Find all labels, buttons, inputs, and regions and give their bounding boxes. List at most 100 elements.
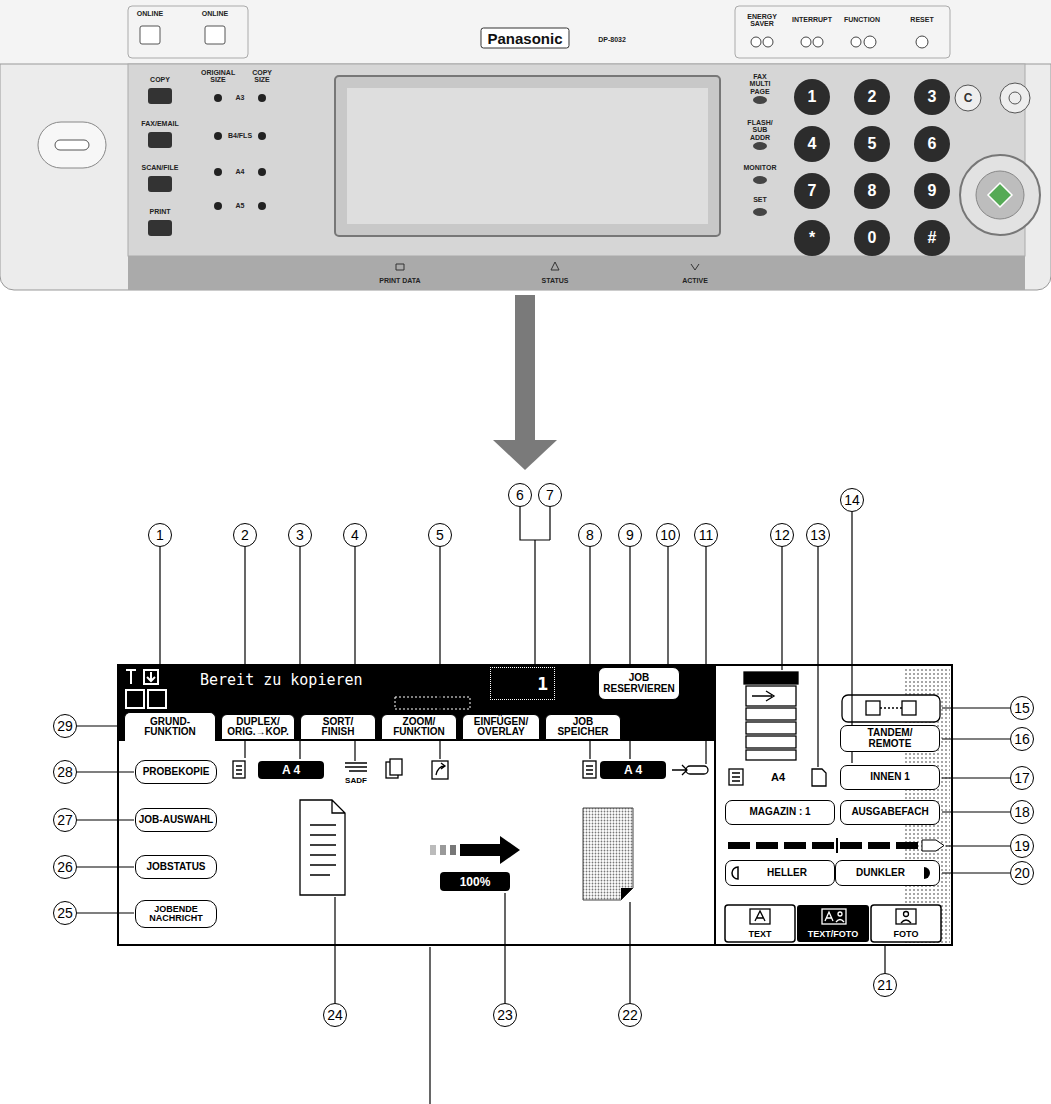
touch-screen: Bereit zu kopieren 1 JOB RESERVIEREN GRUND-… bbox=[118, 665, 952, 945]
panel-label: ENERGY SAVER bbox=[747, 13, 776, 28]
screen-button: PROBEKOPIE bbox=[135, 760, 217, 784]
tab: JOB SPEICHER bbox=[545, 714, 621, 740]
label-text: AUSGABEFACH bbox=[851, 807, 928, 818]
label-text: HELLER bbox=[767, 868, 807, 879]
label-text: TEXT bbox=[748, 930, 771, 939]
label-text: JOBENDE NACHRICHT bbox=[149, 905, 203, 924]
callout-number: 21 bbox=[873, 973, 897, 997]
label-text: ZOOM/ FUNKTION bbox=[393, 717, 445, 738]
screen-button: TEXT/FOTO bbox=[797, 905, 869, 942]
callout-number: 25 bbox=[53, 901, 77, 925]
panel-label: FLASH/ SUB ADDR bbox=[747, 119, 772, 141]
label-text: A 4 bbox=[624, 764, 642, 776]
screen-button: A 4 bbox=[258, 761, 324, 779]
label-text: MAGAZIN : 1 bbox=[749, 807, 810, 818]
callout-number: 17 bbox=[1010, 766, 1034, 790]
label-text: INNEN 1 bbox=[870, 772, 909, 783]
callout-number: 3 bbox=[288, 523, 312, 547]
callout-number: 28 bbox=[53, 760, 77, 784]
callout-number: 1 bbox=[148, 523, 172, 547]
callout-number: 14 bbox=[840, 488, 864, 512]
label-text: JOBSTATUS bbox=[146, 862, 205, 873]
panel-label: MONITOR bbox=[744, 164, 777, 171]
key-label: 1 bbox=[808, 88, 817, 106]
callout-number: 29 bbox=[53, 714, 77, 738]
callout-number: 5 bbox=[428, 523, 452, 547]
panel-label: FAX/EMAIL bbox=[141, 120, 178, 127]
panel-label: COPY bbox=[150, 76, 170, 83]
panel-label: PRINT DATA bbox=[379, 277, 420, 284]
callout-number: 23 bbox=[493, 1003, 517, 1027]
label-text: Bereit zu kopieren bbox=[200, 671, 363, 689]
tab: SORT/ FINISH bbox=[300, 714, 376, 740]
key-label: 6 bbox=[928, 135, 937, 153]
callout-number: 13 bbox=[806, 523, 830, 547]
key-label: 7 bbox=[808, 182, 817, 200]
callout-number: 7 bbox=[538, 483, 562, 507]
key-label: 8 bbox=[868, 182, 877, 200]
tab: EINFÜGEN/ OVERLAY bbox=[462, 714, 540, 740]
label-text: 100% bbox=[460, 876, 491, 888]
label-text: 1 bbox=[537, 673, 548, 694]
panel-label: A4 bbox=[771, 771, 785, 783]
callout-number: 11 bbox=[694, 523, 718, 547]
label-text: JOB RESERVIEREN bbox=[603, 673, 675, 694]
panel-label: RESET bbox=[910, 16, 933, 23]
tab: GRUND- FUNKTION bbox=[124, 712, 216, 741]
screen-button: AUSGABEFACH bbox=[840, 800, 940, 825]
label-text: GRUND- FUNKTION bbox=[144, 717, 196, 738]
callout-number: 12 bbox=[770, 523, 794, 547]
label-text: SORT/ FINISH bbox=[322, 717, 355, 738]
screen-button: JOBSTATUS bbox=[135, 855, 217, 879]
panel-label: PRINT bbox=[150, 208, 171, 215]
label-text: A 4 bbox=[282, 764, 300, 776]
screen-button: A 4 bbox=[600, 761, 666, 779]
screen-button: FOTO bbox=[871, 905, 941, 942]
brand-logo: Panasonic bbox=[480, 28, 569, 49]
screen-button: DUNKLER bbox=[835, 860, 940, 886]
key-label: * bbox=[809, 229, 815, 247]
screen-button: JOB RESERVIEREN bbox=[598, 667, 680, 700]
callout-number: 22 bbox=[618, 1003, 642, 1027]
label-text: EINFÜGEN/ OVERLAY bbox=[474, 717, 528, 738]
screen-button: JOBENDE NACHRICHT bbox=[135, 900, 217, 928]
tab: ZOOM/ FUNKTION bbox=[381, 714, 457, 740]
screen-button: JOB-AUSWAHL bbox=[135, 808, 217, 832]
tab: DUPLEX/ ORIG.→KOP. bbox=[221, 714, 295, 740]
key-label: # bbox=[928, 229, 937, 247]
key-label: 4 bbox=[808, 135, 817, 153]
callout-number: 2 bbox=[233, 523, 257, 547]
panel-label: ORIGINAL SIZE bbox=[201, 69, 235, 84]
callout-number: 10 bbox=[656, 523, 680, 547]
screen-button: MAGAZIN : 1 bbox=[725, 800, 835, 825]
panel-label: COPY SIZE bbox=[252, 69, 272, 84]
label-text: PROBEKOPIE bbox=[143, 767, 210, 778]
label-text: DUNKLER bbox=[856, 868, 905, 879]
panel-label: STATUS bbox=[542, 277, 569, 284]
label-text: FOTO bbox=[894, 930, 919, 939]
panel-label: ACTIVE bbox=[682, 277, 708, 284]
key-label: 3 bbox=[928, 88, 937, 106]
panel-label: A4 bbox=[236, 168, 245, 175]
screen-button: TANDEM/ REMOTE bbox=[840, 725, 940, 752]
key-label: 9 bbox=[928, 182, 937, 200]
callout-number: 8 bbox=[578, 523, 602, 547]
key-label: C bbox=[964, 91, 973, 105]
screen-button: TEXT bbox=[725, 905, 795, 942]
callout-number: 26 bbox=[53, 855, 77, 879]
panel-label: A5 bbox=[236, 202, 245, 209]
screen-button: INNEN 1 bbox=[840, 765, 940, 790]
key-label: 5 bbox=[868, 135, 877, 153]
callout-number: 18 bbox=[1010, 800, 1034, 824]
label-text: JOB SPEICHER bbox=[557, 717, 608, 738]
label-text: TEXT/FOTO bbox=[808, 930, 858, 939]
panel-label: SET bbox=[753, 196, 767, 203]
callout-number: 6 bbox=[508, 483, 532, 507]
panel-label: SADF bbox=[345, 776, 367, 785]
screen-button: HELLER bbox=[725, 860, 835, 886]
panel-label: A3 bbox=[236, 94, 245, 101]
panel-label: FUNCTION bbox=[844, 16, 880, 23]
key-label: 0 bbox=[868, 229, 877, 247]
label-text: DUPLEX/ ORIG.→KOP. bbox=[227, 717, 289, 738]
panel-label: ONLINE bbox=[202, 10, 228, 17]
